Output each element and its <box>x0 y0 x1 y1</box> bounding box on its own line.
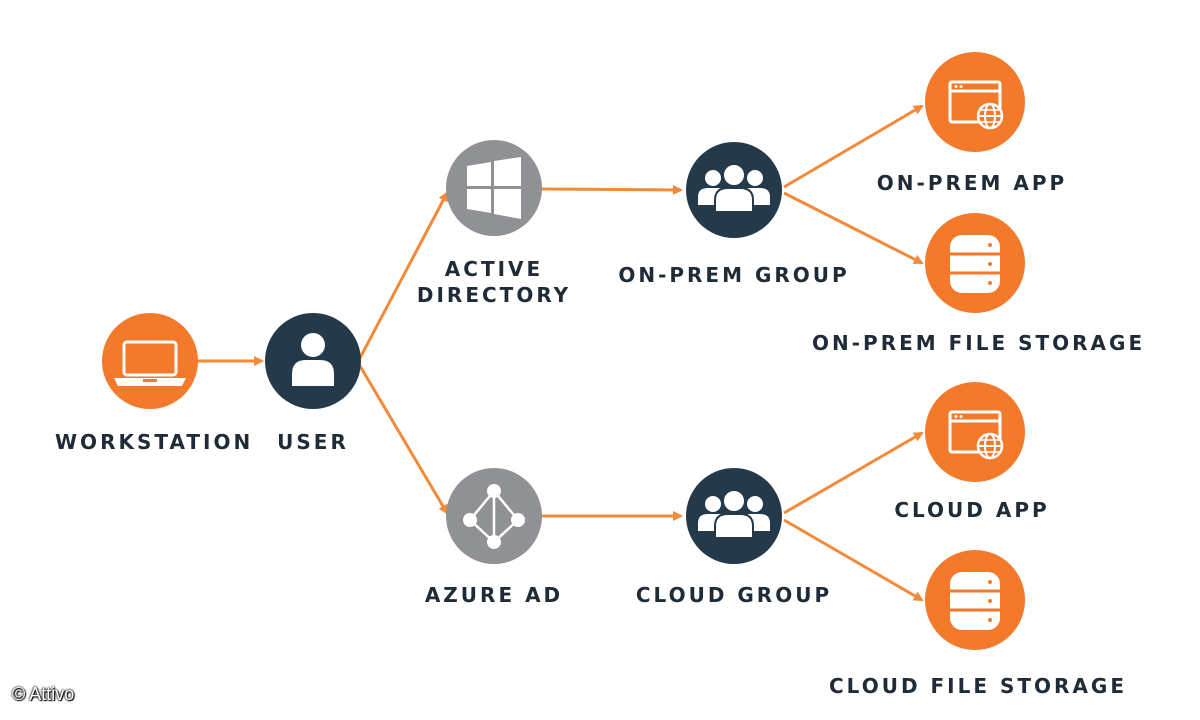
workstation-label: WORKSTATION <box>55 430 254 454</box>
active-directory-label: ACTIVE DIRECTORY <box>404 256 584 308</box>
cloud-storage-label: CLOUD FILE STORAGE <box>829 674 1127 698</box>
cloud-group-node <box>686 468 782 564</box>
edge-user-active-directory <box>358 191 449 359</box>
edge-cloud-group-cloud-storage <box>783 518 924 602</box>
user-label: USER <box>277 430 349 454</box>
onprem-group-label: ON-PREM GROUP <box>618 263 850 287</box>
onprem-app-node <box>925 52 1025 152</box>
active-directory-label-line1: ACTIVE <box>444 257 544 281</box>
database-icon <box>950 235 1000 293</box>
onprem-storage-label: ON-PREM FILE STORAGE <box>812 331 1146 355</box>
cloud-app-label: CLOUD APP <box>894 498 1050 522</box>
network-nodes-icon <box>463 484 525 549</box>
group-icon <box>698 489 770 539</box>
onprem-app-label: ON-PREM APP <box>876 171 1068 195</box>
onprem-storage-node <box>925 213 1025 313</box>
edge-active-directory-onprem-group <box>541 184 683 195</box>
edge-cloud-group-cloud-app <box>783 431 924 515</box>
azure-ad-node <box>446 468 542 564</box>
azure-ad-label: AZURE AD <box>424 583 564 607</box>
active-directory-label-line2: DIRECTORY <box>416 283 572 307</box>
edges <box>198 104 924 602</box>
browser-globe-icon <box>948 80 1004 130</box>
onprem-group-node <box>686 142 782 238</box>
workstation-node <box>102 313 198 409</box>
laptop-icon <box>114 340 186 386</box>
cloud-app-node <box>925 382 1025 482</box>
cloud-storage-node <box>925 550 1025 650</box>
user-icon <box>292 333 334 386</box>
browser-globe-icon <box>948 410 1004 460</box>
active-directory-node <box>446 140 542 236</box>
group-icon <box>698 163 770 213</box>
database-icon <box>950 572 1000 630</box>
cloud-group-label: CLOUD GROUP <box>635 583 833 607</box>
user-node <box>265 313 361 409</box>
edge-onprem-group-onprem-storage <box>783 191 924 265</box>
windows-logo-icon <box>467 157 521 219</box>
edge-user-azure-ad <box>358 365 449 515</box>
copyright-watermark: © Attivo <box>12 684 75 704</box>
edge-onprem-group-onprem-app <box>783 104 924 189</box>
